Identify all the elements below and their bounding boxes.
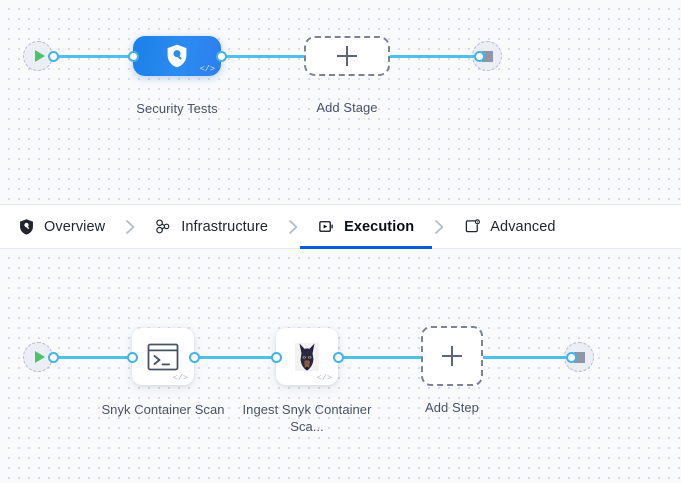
step-end-port[interactable] <box>566 352 577 363</box>
tab-infrastructure[interactable]: Infrastructure <box>153 205 270 249</box>
add-step-button[interactable] <box>421 326 483 386</box>
stage-node-label-security-tests: Security Tests <box>136 101 218 116</box>
edge-start-to-snyk-container-scan <box>50 356 135 359</box>
stage-node-input-port[interactable] <box>128 51 139 62</box>
plus-icon <box>442 346 462 366</box>
tab-overview[interactable]: Overview <box>16 205 107 249</box>
step-start-port[interactable] <box>48 352 59 363</box>
tab-infrastructure-label: Infrastructure <box>181 218 269 235</box>
play-icon <box>34 50 45 62</box>
tab-advanced[interactable]: Advanced <box>462 205 557 249</box>
stage-node-security-tests[interactable]: </> <box>133 36 221 76</box>
stage-end-port[interactable] <box>474 51 485 62</box>
shield-icon <box>18 218 35 235</box>
chevron-right-icon <box>416 219 462 235</box>
chevron-right-icon <box>270 219 316 235</box>
card-gear-icon <box>464 218 481 235</box>
add-stage-label: Add Stage <box>316 100 378 115</box>
edge-start-to-security-tests <box>50 55 134 58</box>
edge-add-stage-to-end <box>388 55 480 58</box>
stage-start-port[interactable] <box>48 51 59 62</box>
step-code-badge[interactable]: </> <box>172 372 188 383</box>
stage-code-badge[interactable]: </> <box>199 63 215 74</box>
play-icon <box>34 351 45 363</box>
step-label-snyk-container-scan: Snyk Container Scan <box>101 402 225 417</box>
step-label-ingest-snyk-container-scan: Ingest Snyk Container Sca... <box>242 402 372 434</box>
stage-end-node[interactable] <box>472 41 502 71</box>
edge-add-step-to-end <box>483 356 573 359</box>
terminal-icon <box>132 328 194 385</box>
stage-config-tabs: Overview Infrastructure <box>0 204 681 249</box>
shield-search-icon <box>133 36 221 76</box>
step-node-ingest-snyk-container-scan[interactable]: </> <box>276 328 338 385</box>
stage-graph-canvas[interactable]: </> Security Tests Add Stage <box>0 0 681 204</box>
tab-advanced-label: Advanced <box>490 218 556 235</box>
snyk-scan-input-port[interactable] <box>127 352 138 363</box>
nodes-icon <box>155 218 172 235</box>
ingest-output-port[interactable] <box>333 352 344 363</box>
stop-icon <box>481 50 493 62</box>
play-box-icon <box>318 218 335 235</box>
step-code-badge[interactable]: </> <box>316 372 332 383</box>
add-step-label: Add Step <box>425 400 479 415</box>
plus-icon <box>337 46 357 66</box>
stage-node-output-port[interactable] <box>216 51 227 62</box>
step-start-node[interactable] <box>23 342 53 372</box>
snyk-scan-output-port[interactable] <box>189 352 200 363</box>
execution-steps-canvas[interactable]: </> Snyk Container Scan <box>0 249 681 483</box>
chevron-right-icon <box>107 219 153 235</box>
stop-icon <box>573 351 585 363</box>
edge-snyk-scan-to-ingest <box>193 356 281 359</box>
edge-ingest-to-add-step <box>337 356 421 359</box>
edge-security-tests-to-add-stage <box>217 55 307 58</box>
step-node-snyk-container-scan[interactable]: </> <box>132 328 194 385</box>
ingest-input-port[interactable] <box>271 352 282 363</box>
snyk-doberman-icon <box>276 328 338 385</box>
tab-execution[interactable]: Execution <box>300 205 433 249</box>
tab-execution-label: Execution <box>344 218 415 235</box>
tab-overview-label: Overview <box>44 218 106 235</box>
add-stage-button[interactable] <box>304 36 390 76</box>
